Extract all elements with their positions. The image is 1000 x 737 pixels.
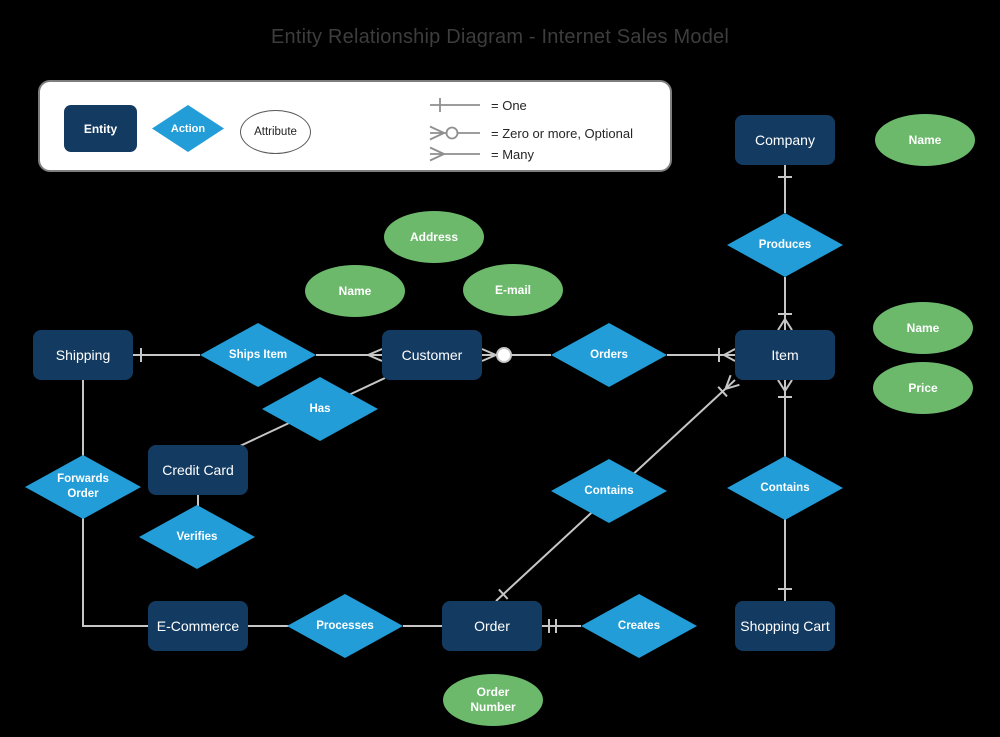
legend-entity-label: Entity [83, 121, 118, 136]
legend-zero-or-more-label: = Zero or more, Optional [491, 125, 633, 141]
action-label: Orders [590, 348, 628, 361]
optional-circle-icon [496, 347, 512, 363]
crow-foot-icon [777, 318, 793, 331]
action-label: Ships Item [228, 348, 288, 361]
action-label: Forwards Order [57, 473, 109, 500]
entity-label: Shipping [55, 347, 111, 363]
legend-attribute-sample: Attribute [240, 110, 311, 154]
diagram-title: Entity Relationship Diagram - Internet S… [271, 26, 729, 48]
one-tick [778, 396, 792, 590]
entity-label: E-Commerce [156, 618, 240, 634]
edge-item-contains-shoppingcart [777, 379, 793, 601]
entity-label: Customer [401, 347, 463, 363]
action-label: Produces [758, 238, 812, 251]
edge-order-creates [542, 619, 581, 633]
crow-foot-icon [481, 348, 497, 362]
crow-foot-icon [724, 374, 740, 390]
entity-label: Company [755, 132, 815, 148]
action-label: Contains [584, 484, 634, 497]
crow-foot-icon [367, 348, 383, 362]
edge-company-produces-item [777, 165, 793, 331]
entity-credit-card: Credit Card [148, 445, 248, 495]
entity-label: Credit Card [162, 462, 234, 478]
attribute-label: Order Number [470, 685, 516, 714]
legend-row-many: = Many [425, 144, 534, 164]
attribute-label: Name [906, 320, 940, 335]
entity-item: Item [735, 330, 835, 380]
legend-row-zero-or-more: = Zero or more, Optional [425, 123, 633, 143]
attribute-item-name: Name [873, 302, 973, 354]
attribute-company-name: Name [875, 114, 975, 166]
action-label: Contains [760, 481, 810, 494]
entity-shopping-cart: Shopping Cart [735, 601, 835, 651]
entity-order: Order [442, 601, 542, 651]
action-label: Has [309, 402, 331, 415]
attribute-customer-name: Name [305, 265, 405, 317]
action-label: Processes [316, 619, 374, 632]
legend-entity-sample: Entity [64, 105, 137, 152]
entity-e-commerce: E-Commerce [148, 601, 248, 651]
entity-shipping: Shipping [33, 330, 133, 380]
entity-label: Order [474, 618, 510, 634]
edge-customer-orders-item [481, 347, 736, 363]
legend-action-label: Action [170, 122, 206, 135]
legend-row-one: = One [425, 95, 527, 115]
zero-or-more-notation-icon [429, 125, 480, 141]
many-notation-icon [429, 146, 480, 162]
attribute-label: Address [409, 229, 459, 244]
attribute-order-number: Order Number [443, 674, 543, 726]
attribute-label: Name [338, 283, 372, 298]
crow-foot-icon [723, 348, 736, 362]
edge-shipping-shipsitem-customer [133, 348, 383, 362]
attribute-price: Price [873, 362, 973, 414]
action-label: Verifies [176, 530, 218, 543]
attribute-email: E-mail [463, 264, 563, 316]
crow-foot-icon [777, 379, 793, 392]
entity-customer: Customer [382, 330, 482, 380]
legend: Entity Action Attribute = One = Zero or … [38, 80, 672, 172]
legend-many-label: = Many [491, 146, 534, 162]
attribute-address: Address [384, 211, 484, 263]
one-tick [778, 176, 792, 315]
legend-action-sample: Action [152, 105, 224, 152]
entity-label: Shopping Cart [740, 618, 830, 634]
one-tick [498, 386, 728, 600]
attribute-label: Price [908, 380, 938, 395]
attribute-label: E-mail [494, 282, 531, 297]
attribute-label: Name [908, 132, 942, 147]
one-notation-icon [430, 98, 480, 112]
double-tick [548, 619, 557, 633]
entity-label: Item [771, 347, 799, 363]
action-label: Creates [617, 619, 661, 632]
entity-company: Company [735, 115, 835, 165]
legend-attribute-label: Attribute [254, 126, 297, 138]
legend-one-label: = One [491, 97, 527, 113]
